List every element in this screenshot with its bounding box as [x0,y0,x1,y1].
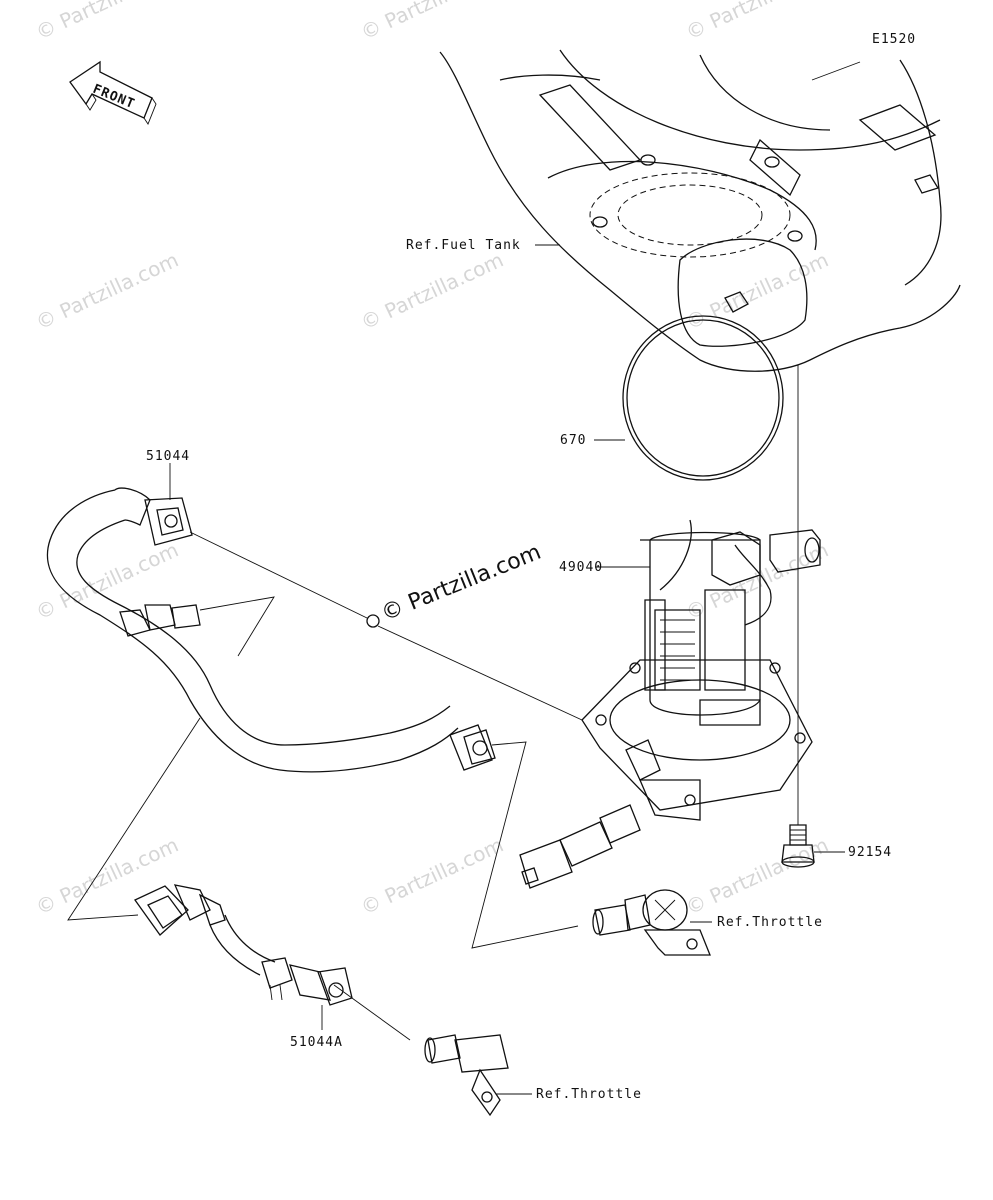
o-ring [622,315,784,481]
watermark: © Partzilla.com [32,833,182,920]
watermark: © Partzilla.com [682,248,832,335]
watermark: © Partzilla.com [357,248,507,335]
connection-lines [67,531,583,1041]
label-hose-lower: 51044A [290,1035,343,1050]
center-watermark-text: © Partzilla.com [378,540,545,627]
watermark: © Partzilla.com [32,538,182,625]
throttle-bottom [424,1034,509,1117]
label-fuel-pump: 49040 [559,560,603,575]
watermark: © Partzilla.com [357,833,507,920]
label-hose-upper: 51044 [146,449,190,464]
fuel-pump [519,519,821,889]
label-o-ring: 670 [560,433,586,448]
label-throttle-right: Ref.Throttle [717,915,823,930]
front-arrow-icon: FRONT [69,60,157,125]
label-throttle-bottom: Ref.Throttle [536,1087,642,1102]
watermark: © Partzilla.com [32,0,182,45]
hose-upper [46,487,496,773]
fuel-tank [439,49,961,372]
watermark: © Partzilla.com [682,0,832,45]
diagram-id: E1520 [872,32,916,47]
watermark: © Partzilla.com [32,248,182,335]
hose-lower [134,884,353,1006]
bolt [781,824,815,868]
label-bolt: 92154 [848,845,892,860]
watermark: © Partzilla.com [357,0,507,45]
center-watermark: © Partzilla.com [366,540,545,628]
throttle-right [592,889,711,956]
label-fuel-tank: Ref.Fuel Tank [406,238,521,253]
